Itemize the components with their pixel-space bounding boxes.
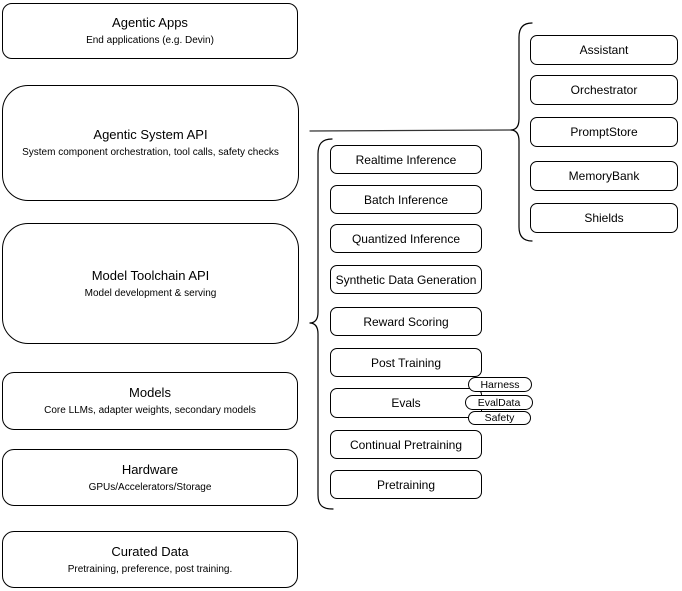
tag-evaldata: EvalData xyxy=(465,395,533,410)
tag-safety-label: Safety xyxy=(484,412,515,424)
tag-harness: Harness xyxy=(468,377,532,392)
node-realtime-inference: Realtime Inference xyxy=(330,145,482,174)
node-hardware-subtitle: GPUs/Accelerators/Storage xyxy=(88,481,212,493)
node-orchestrator-label: Orchestrator xyxy=(570,83,638,97)
node-evals: Evals xyxy=(330,388,482,418)
node-orchestrator: Orchestrator xyxy=(530,75,678,105)
node-agentic-system-api: Agentic System API System component orch… xyxy=(2,85,299,201)
node-shields: Shields xyxy=(530,203,678,233)
node-reward-scoring-label: Reward Scoring xyxy=(363,314,449,329)
system-to-components-line xyxy=(309,129,511,132)
node-curated-data: Curated Data Pretraining, preference, po… xyxy=(2,531,298,588)
tag-harness-label: Harness xyxy=(480,378,520,391)
node-agentic-system-api-subtitle: System component orchestration, tool cal… xyxy=(22,147,279,158)
components-brace xyxy=(510,22,533,242)
node-agentic-system-api-title: Agentic System API xyxy=(93,127,208,142)
node-quantized-inference: Quantized Inference xyxy=(330,224,482,253)
node-models: Models Core LLMs, adapter weights, secon… xyxy=(2,372,298,430)
tag-evaldata-label: EvalData xyxy=(477,396,521,409)
node-reward-scoring: Reward Scoring xyxy=(330,307,482,336)
node-batch-inference: Batch Inference xyxy=(330,185,482,214)
node-curated-data-title: Curated Data xyxy=(111,543,189,559)
node-continual-pretraining-label: Continual Pretraining xyxy=(349,437,463,452)
node-models-subtitle: Core LLMs, adapter weights, secondary mo… xyxy=(44,405,256,416)
node-assistant: Assistant xyxy=(530,35,678,65)
node-model-toolchain-api: Model Toolchain API Model development & … xyxy=(2,223,299,344)
node-continual-pretraining: Continual Pretraining xyxy=(330,430,482,459)
node-promptstore: PromptStore xyxy=(530,117,678,147)
node-pretraining-label: Pretraining xyxy=(376,477,436,492)
node-agentic-apps: Agentic Apps End applications (e.g. Devi… xyxy=(2,3,298,59)
node-synthetic-data-generation-label: Synthetic Data Generation xyxy=(335,272,477,287)
node-assistant-label: Assistant xyxy=(579,43,629,57)
node-model-toolchain-api-subtitle: Model development & serving xyxy=(84,287,217,299)
node-quantized-inference-label: Quantized Inference xyxy=(351,231,461,246)
tag-safety: Safety xyxy=(468,411,531,425)
node-agentic-apps-subtitle: End applications (e.g. Devin) xyxy=(86,35,214,46)
node-post-training: Post Training xyxy=(330,348,482,377)
node-memorybank-label: MemoryBank xyxy=(568,169,640,183)
node-batch-inference-label: Batch Inference xyxy=(363,192,449,207)
node-synthetic-data-generation: Synthetic Data Generation xyxy=(330,265,482,294)
node-hardware: Hardware GPUs/Accelerators/Storage xyxy=(2,449,298,506)
node-shields-label: Shields xyxy=(584,211,624,225)
node-post-training-label: Post Training xyxy=(370,355,442,370)
node-pretraining: Pretraining xyxy=(330,470,482,499)
node-curated-data-subtitle: Pretraining, preference, post training. xyxy=(67,563,233,575)
node-models-title: Models xyxy=(129,385,171,400)
node-evals-label: Evals xyxy=(391,396,421,410)
node-promptstore-label: PromptStore xyxy=(570,125,638,139)
node-agentic-apps-title: Agentic Apps xyxy=(112,15,188,30)
node-model-toolchain-api-title: Model Toolchain API xyxy=(91,267,210,283)
node-hardware-title: Hardware xyxy=(121,461,179,477)
node-realtime-inference-label: Realtime Inference xyxy=(355,152,457,167)
node-memorybank: MemoryBank xyxy=(530,161,678,191)
